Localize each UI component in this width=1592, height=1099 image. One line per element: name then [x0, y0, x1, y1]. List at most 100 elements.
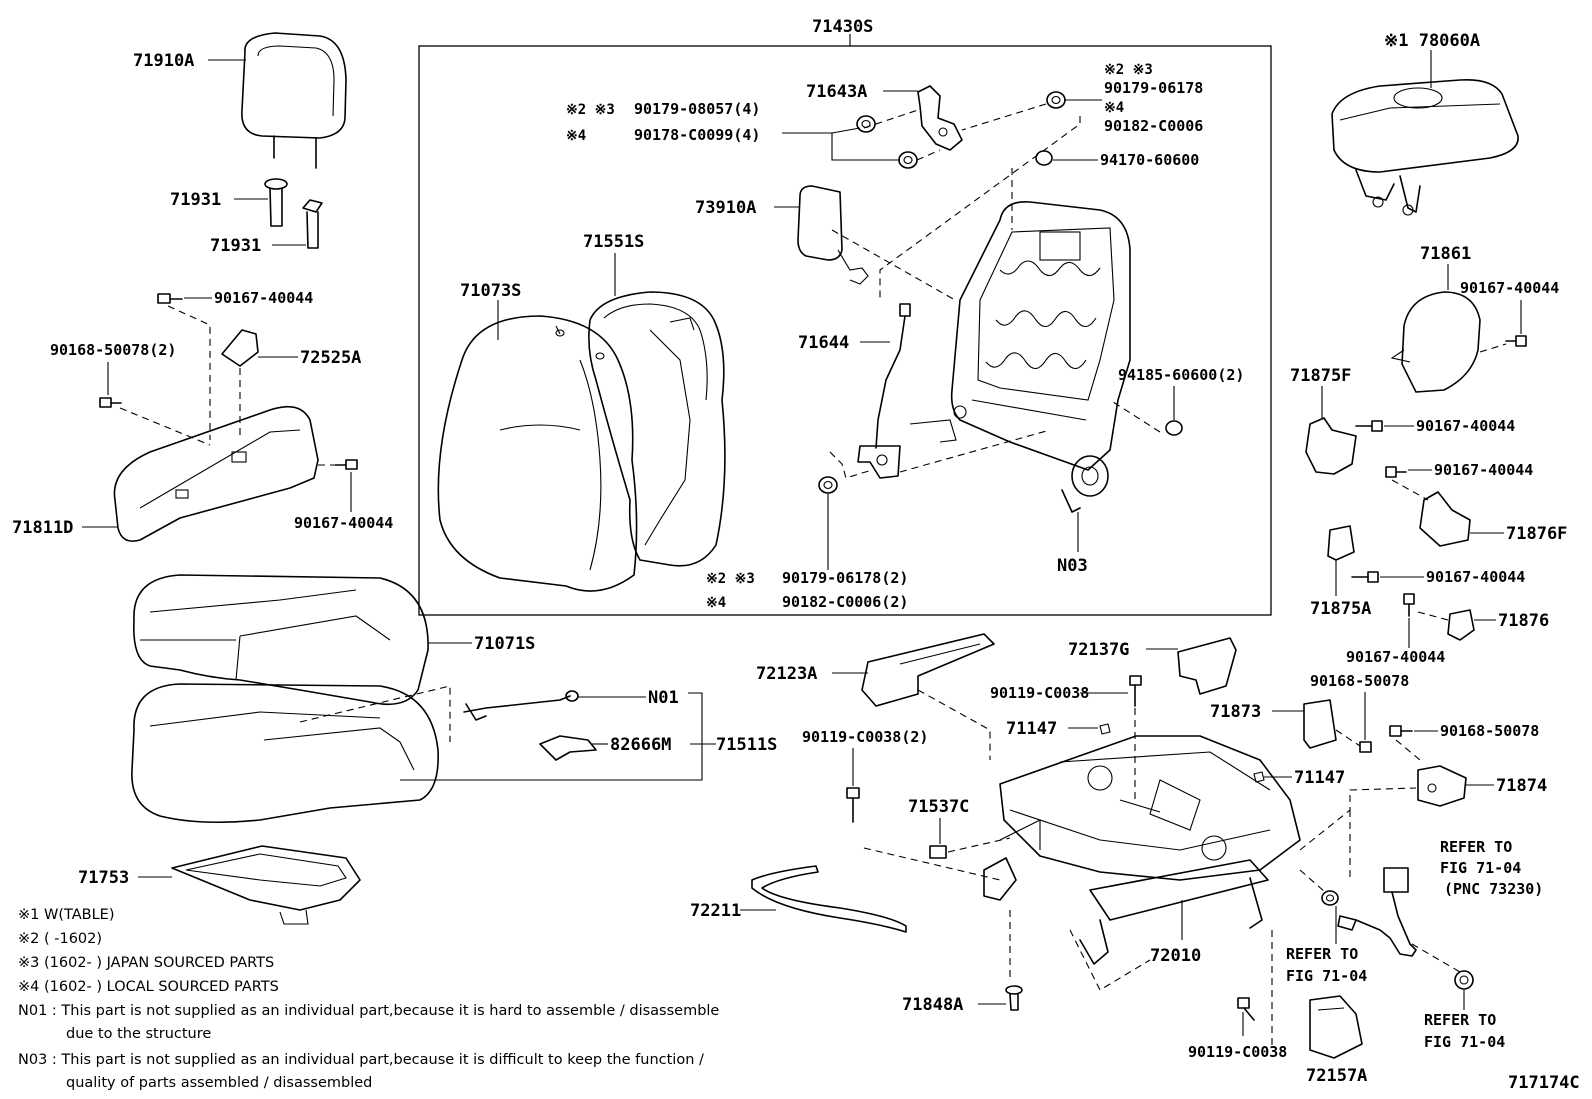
airbag-module-73910A[interactable]: [797, 185, 869, 285]
label-90182-C0006-2[interactable]: 90182-C0006(2): [782, 593, 908, 611]
screw-90168-50078[interactable]: [99, 397, 122, 408]
seatback-cover-71073S[interactable]: [437, 315, 638, 592]
label-72211[interactable]: 72211: [690, 901, 741, 921]
label-71147-b[interactable]: 71147: [1294, 768, 1345, 788]
label-90179-06178-2[interactable]: 90179-06178(2): [782, 569, 908, 587]
bracket-71876[interactable]: [1447, 609, 1475, 641]
label-94170-60600[interactable]: 94170-60600: [1100, 151, 1199, 169]
label-71873[interactable]: 71873: [1210, 702, 1261, 722]
wire-N01[interactable]: [463, 690, 579, 721]
nut-94185-60600[interactable]: [1165, 420, 1183, 436]
symbol-2-3-c[interactable]: ※2 ※3: [706, 571, 755, 587]
label-82666M[interactable]: 82666M: [610, 735, 671, 755]
bracket-71873[interactable]: [1303, 699, 1337, 749]
ref3-line1[interactable]: REFER TO: [1424, 1011, 1496, 1029]
tray-71753[interactable]: [171, 845, 361, 925]
label-78060A[interactable]: ※1 78060A: [1384, 31, 1480, 51]
headrest-71910A[interactable]: [241, 32, 347, 169]
symbol-4-c[interactable]: ※4: [706, 595, 726, 611]
seat-cushion-cover-71071S[interactable]: [133, 574, 429, 706]
label-71551S[interactable]: 71551S: [583, 232, 644, 252]
label-90179-08057-4[interactable]: 90179-08057(4): [634, 100, 760, 118]
symbol-2-3-a[interactable]: ※2 ※3: [566, 102, 615, 118]
nut-90179-06178-top[interactable]: [1046, 91, 1066, 109]
label-90167-40044-b[interactable]: 90167-40044: [294, 514, 393, 532]
ref1-line2[interactable]: FIG 71-04: [1440, 859, 1521, 877]
label-71430S[interactable]: 71430S: [812, 17, 873, 37]
ref2-line2[interactable]: FIG 71-04: [1286, 967, 1367, 985]
label-72137G[interactable]: 72137G: [1068, 640, 1129, 660]
label-71537C[interactable]: 71537C: [908, 797, 969, 817]
label-90167-40044-c[interactable]: 90167-40044: [1460, 279, 1559, 297]
label-71511S[interactable]: 71511S: [716, 735, 777, 755]
seat-cushion-pad-71511S[interactable]: [131, 683, 439, 824]
label-90168-50078-2[interactable]: 90168-50078(2): [50, 341, 176, 359]
label-71876F[interactable]: 71876F: [1506, 524, 1567, 544]
label-N03[interactable]: N03: [1057, 556, 1088, 576]
headrest-support-71931-lower[interactable]: [302, 199, 323, 249]
label-71874[interactable]: 71874: [1496, 776, 1547, 796]
bolt-90119-C0038-a[interactable]: [1129, 675, 1142, 707]
label-94185-60600-2[interactable]: 94185-60600(2): [1118, 366, 1244, 384]
seatbelt-buckle-reference[interactable]: [1337, 867, 1474, 990]
label-71875A[interactable]: 71875A: [1310, 599, 1371, 619]
screw-90167-40044-top[interactable]: [157, 293, 183, 304]
label-90167-40044-f[interactable]: 90167-40044: [1426, 568, 1525, 586]
seatback-pad-71551S[interactable]: [588, 291, 726, 567]
label-90167-40044-d[interactable]: 90167-40044: [1416, 417, 1515, 435]
symbol-4-a[interactable]: ※4: [566, 128, 586, 144]
headrest-support-71931-upper[interactable]: [264, 178, 288, 227]
nut-94170-60600[interactable]: [1035, 150, 1053, 166]
cover-71875F[interactable]: [1305, 417, 1357, 475]
cap-71537C[interactable]: [929, 845, 947, 859]
label-90179-06178[interactable]: 90179-06178: [1104, 79, 1203, 97]
ref1-line3[interactable]: (PNC 73230): [1444, 880, 1543, 898]
clip-82666M[interactable]: [539, 735, 597, 761]
label-71910A[interactable]: 71910A: [133, 51, 194, 71]
bracket-71643A[interactable]: [917, 85, 963, 151]
label-71753[interactable]: 71753: [78, 868, 129, 888]
label-71848A[interactable]: 71848A: [902, 995, 963, 1015]
screw-90167-40044-e[interactable]: [1385, 466, 1407, 478]
label-71811D[interactable]: 71811D: [12, 518, 73, 538]
bolt-90119-C0038-b[interactable]: [1237, 997, 1255, 1021]
bracket-71875A[interactable]: [1327, 525, 1355, 561]
label-71931-lower[interactable]: 71931: [210, 236, 261, 256]
label-90119-C0038-2[interactable]: 90119-C0038(2): [802, 728, 928, 746]
ref2-line1[interactable]: REFER TO: [1286, 945, 1358, 963]
label-90167-40044-e[interactable]: 90167-40044: [1434, 461, 1533, 479]
wire-72211[interactable]: [751, 865, 907, 933]
label-71875F[interactable]: 71875F: [1290, 366, 1351, 386]
label-N01[interactable]: N01: [648, 688, 679, 708]
label-90182-C0006[interactable]: 90182-C0006: [1104, 117, 1203, 135]
label-90167-40044-g[interactable]: 90167-40044: [1346, 648, 1445, 666]
label-71071S[interactable]: 71071S: [474, 634, 535, 654]
label-90168-50078-a[interactable]: 90168-50078: [1310, 672, 1409, 690]
label-71931-upper[interactable]: 71931: [170, 190, 221, 210]
symbol-2-3-b[interactable]: ※2 ※3: [1104, 62, 1153, 78]
cover-71876F[interactable]: [1419, 491, 1471, 547]
washer-refer[interactable]: [1321, 890, 1339, 906]
label-71073S[interactable]: 71073S: [460, 281, 521, 301]
nut-90179-08057-a[interactable]: [856, 115, 876, 133]
label-71643A[interactable]: 71643A: [806, 82, 867, 102]
label-72123A[interactable]: 72123A: [756, 664, 817, 684]
cover-72157A[interactable]: [1309, 995, 1363, 1059]
bracket-71874[interactable]: [1417, 765, 1467, 807]
nut-90179-08057-b[interactable]: [898, 151, 918, 169]
label-71876[interactable]: 71876: [1498, 611, 1549, 631]
label-90178-C0099-4[interactable]: 90178-C0099(4): [634, 126, 760, 144]
ref1-line1[interactable]: REFER TO: [1440, 838, 1512, 856]
label-71861[interactable]: 71861: [1420, 244, 1471, 264]
label-72010[interactable]: 72010: [1150, 946, 1201, 966]
screw-90167-40044-g[interactable]: [1403, 593, 1415, 617]
screw-90167-40044-right[interactable]: [334, 459, 358, 470]
label-72157A[interactable]: 72157A: [1306, 1066, 1367, 1086]
label-72525A[interactable]: 72525A: [300, 348, 361, 368]
bolt-90119-C0038-2[interactable]: [846, 787, 860, 823]
cover-72137G[interactable]: [1177, 637, 1237, 695]
knob-72525A[interactable]: [221, 329, 259, 367]
screw-90167-40044-71861[interactable]: [1505, 335, 1527, 347]
clip-71848A[interactable]: [1005, 985, 1023, 1011]
screw-90167-40044-f[interactable]: [1351, 571, 1379, 583]
